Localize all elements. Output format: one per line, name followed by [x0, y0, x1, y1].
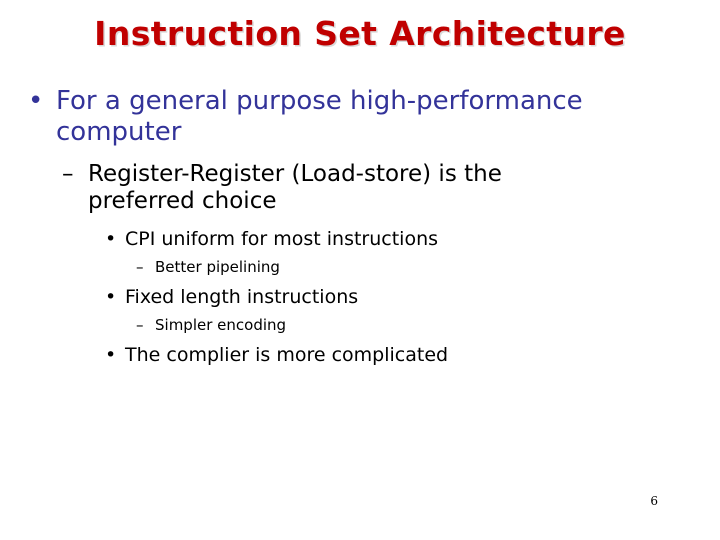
- bullet-dash-icon: –: [136, 316, 144, 335]
- bullet-text: The complier is more complicated: [125, 343, 449, 366]
- bullet-text: Simpler encoding: [155, 316, 287, 335]
- bullet-dot-icon: •: [28, 86, 44, 116]
- bullet-text: CPI uniform for most instructions: [125, 227, 439, 250]
- bullet-item-level3: • Fixed length instructions: [0, 286, 720, 308]
- bullet-dot-icon: •: [105, 285, 117, 308]
- bullet-item-level4: – Simpler encoding: [0, 316, 720, 335]
- bullet-item-level2: – Register-Register (Load-store) is the …: [0, 161, 720, 215]
- page-number: 6: [650, 494, 658, 508]
- bullet-item-level4: – Better pipelining: [0, 258, 720, 277]
- bullet-dash-icon: –: [136, 258, 144, 276]
- bullet-text: Register-Register (Load-store) is the pr…: [88, 161, 502, 215]
- bullet-text: Better pipelining: [155, 258, 280, 276]
- bullet-text: For a general purpose high-performance c…: [56, 86, 583, 147]
- slide-title: Instruction Set Architecture: [94, 14, 626, 53]
- slide-body-list: • For a general purpose high-performance…: [0, 86, 720, 375]
- bullet-item-level1: • For a general purpose high-performance…: [0, 86, 720, 147]
- bullet-dot-icon: •: [105, 227, 117, 250]
- bullet-dash-icon: –: [62, 161, 74, 188]
- bullet-text: Fixed length instructions: [125, 285, 359, 308]
- bullet-item-level3: • The complier is more complicated: [0, 344, 720, 366]
- bullet-item-level3: • CPI uniform for most instructions: [0, 228, 720, 250]
- bullet-dot-icon: •: [105, 343, 117, 366]
